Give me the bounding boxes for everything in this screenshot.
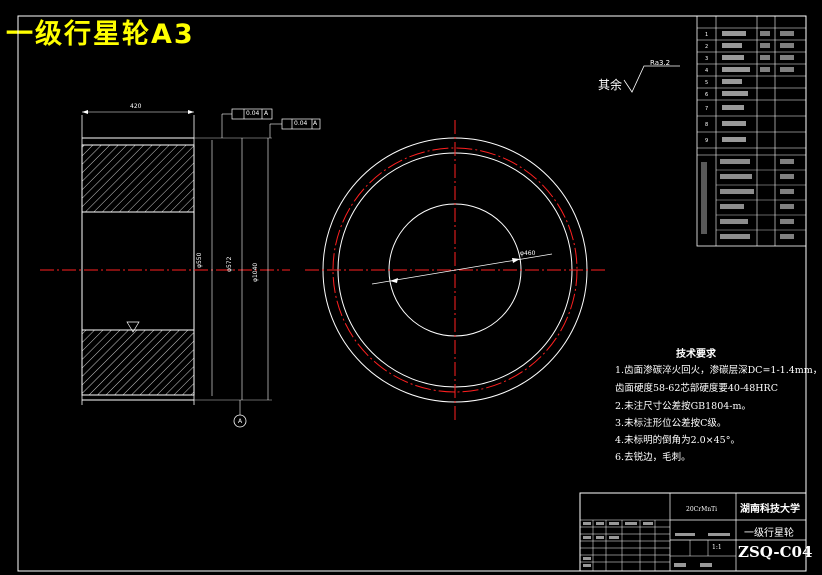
datum-circle bbox=[233, 414, 247, 428]
tech-line-6: 6.去锐边，毛刺。 bbox=[615, 452, 691, 463]
tolerance-1-value: 0.04 bbox=[246, 110, 260, 117]
tech-line-1: 1.齿面渗碳淬火回火，渗碳层深DC=1-1.4mm， bbox=[615, 365, 822, 376]
tech-line-2: 齿面硬度58-62芯部硬度要40-48HRC bbox=[615, 383, 778, 394]
section-view bbox=[40, 108, 321, 428]
roughness-prefix: 其余 bbox=[598, 78, 623, 92]
material-label: 20CrMnTi bbox=[686, 506, 718, 513]
drawing-number: ZSQ-C04 bbox=[738, 543, 813, 561]
diameter-572-label: φ572 bbox=[226, 256, 233, 272]
tolerance-2-value: 0.04 bbox=[294, 120, 308, 127]
tech-line-3: 2.未注尺寸公差按GB1804-m。 bbox=[615, 401, 752, 412]
tech-requirements-title: 技术要求 bbox=[676, 349, 716, 360]
table-row: 4 bbox=[705, 68, 709, 74]
datum-label: A bbox=[238, 418, 243, 425]
roughness-symbol bbox=[623, 65, 680, 93]
tech-line-5: 4.未标明的倒角为2.0×45°。 bbox=[615, 435, 740, 446]
scale-label: 1:1 bbox=[712, 544, 722, 551]
frame-border bbox=[17, 15, 807, 572]
school-name: 湖南科技大学 bbox=[740, 504, 800, 515]
table-row: 1 bbox=[705, 32, 709, 38]
table-row: 8 bbox=[705, 122, 709, 128]
table-row: 9 bbox=[705, 138, 709, 144]
param-table bbox=[696, 15, 807, 247]
tolerance-2-datum: A bbox=[313, 120, 318, 127]
diameter-1040-label: φ1040 bbox=[252, 262, 259, 282]
width-dimension-label: 420 bbox=[130, 103, 142, 110]
table-row: 7 bbox=[705, 106, 709, 112]
title-block bbox=[579, 492, 807, 572]
tech-line-4: 3.未标注形位公差按C级。 bbox=[615, 418, 727, 429]
drawing-title: 一级行星轮A3 bbox=[6, 19, 195, 50]
table-row: 2 bbox=[705, 44, 709, 50]
bore-diameter-label: φ460 bbox=[520, 250, 536, 257]
front-view bbox=[305, 120, 605, 420]
part-name: 一级行星轮 bbox=[744, 528, 794, 539]
table-row: 6 bbox=[705, 92, 709, 98]
table-row: 3 bbox=[705, 56, 709, 62]
diameter-550-label: φ550 bbox=[196, 252, 203, 268]
roughness-value: Ra3.2 bbox=[650, 59, 671, 67]
table-row: 5 bbox=[705, 80, 709, 86]
tolerance-1-datum: A bbox=[264, 110, 269, 117]
